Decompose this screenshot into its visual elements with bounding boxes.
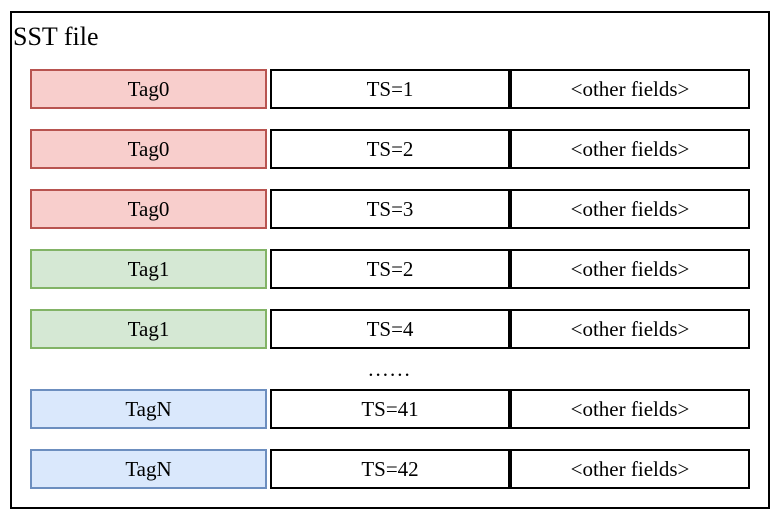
tag-cell: TagN — [30, 449, 267, 489]
timestamp-cell: TS=2 — [270, 129, 510, 169]
record-row: Tag0 TS=3 <other fields> — [30, 189, 750, 229]
sst-file-container: SST file Tag0 TS=1 <other fields> Tag0 T… — [10, 11, 770, 509]
timestamp-cell: TS=3 — [270, 189, 510, 229]
record-row: Tag1 TS=4 <other fields> — [30, 309, 750, 349]
record-row: Tag0 TS=2 <other fields> — [30, 129, 750, 169]
other-fields-cell: <other fields> — [510, 189, 750, 229]
tag-cell: TagN — [30, 389, 267, 429]
other-fields-cell: <other fields> — [510, 389, 750, 429]
timestamp-cell: TS=2 — [270, 249, 510, 289]
timestamp-cell: TS=4 — [270, 309, 510, 349]
other-fields-cell: <other fields> — [510, 449, 750, 489]
record-row: Tag1 TS=2 <other fields> — [30, 249, 750, 289]
record-row: TagN TS=42 <other fields> — [30, 449, 750, 489]
sst-file-label: SST file — [13, 22, 99, 51]
timestamp-cell: TS=42 — [270, 449, 510, 489]
record-row: TagN TS=41 <other fields> — [30, 389, 750, 429]
other-fields-cell: <other fields> — [510, 249, 750, 289]
timestamp-cell: TS=41 — [270, 389, 510, 429]
tag-cell: Tag0 — [30, 69, 267, 109]
tag-cell: Tag1 — [30, 249, 267, 289]
timestamp-cell: TS=1 — [270, 69, 510, 109]
other-fields-cell: <other fields> — [510, 69, 750, 109]
tag-cell: Tag0 — [30, 129, 267, 169]
other-fields-cell: <other fields> — [510, 309, 750, 349]
record-rows: Tag0 TS=1 <other fields> Tag0 TS=2 <othe… — [30, 69, 750, 489]
ellipsis-row: ...... — [368, 356, 412, 381]
record-row: Tag0 TS=1 <other fields> — [30, 69, 750, 109]
tag-cell: Tag0 — [30, 189, 267, 229]
tag-cell: Tag1 — [30, 309, 267, 349]
other-fields-cell: <other fields> — [510, 129, 750, 169]
